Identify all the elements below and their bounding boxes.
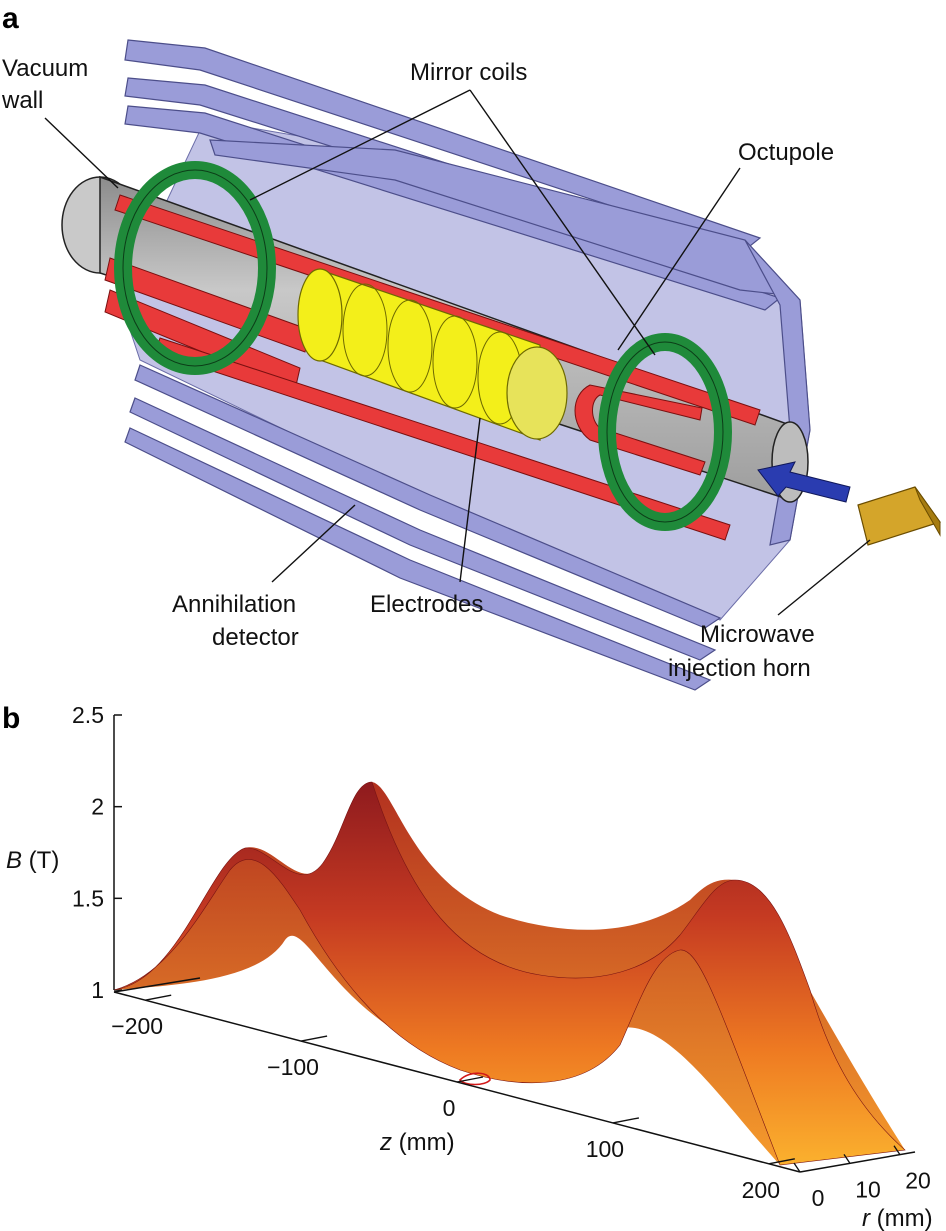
leader-octupole [617, 167, 741, 351]
leader-vacuum-wall [44, 117, 119, 189]
label-microwave-horn-2: injection horn [668, 655, 811, 682]
z-tick-mark-4 [768, 1158, 795, 1165]
electrode-ring-2 [342, 283, 388, 377]
r-axis-unit: (mm) [870, 1205, 933, 1231]
detector-plate-bottom-3 [124, 427, 712, 691]
b-axis-var: B [6, 847, 22, 874]
electrodes [297, 268, 568, 441]
horn-body [857, 486, 941, 546]
horn-side [914, 486, 941, 537]
z-axis-label: z (mm) [379, 1129, 455, 1156]
mirror-coil-right-edge [606, 341, 724, 523]
r-axis-label: r (mm) [862, 1205, 933, 1231]
leader-annihilation-detector [271, 504, 356, 583]
r-tick-mark-1 [843, 1154, 851, 1164]
label-annihilation-detector-1: Annihilation [172, 591, 296, 618]
z-tick-mark-2 [456, 1076, 484, 1083]
b-axis-unit: (T) [22, 847, 59, 874]
microwave-arrow [757, 461, 851, 503]
z-tick-label-0: −200 [111, 1013, 163, 1039]
mirror-coil-left-edge [122, 169, 268, 367]
z-tick-mark-1 [300, 1035, 328, 1042]
panel-b-letter: b [2, 702, 20, 735]
label-vacuum-wall-1: Vacuum [2, 55, 88, 82]
panel-a-letter: a [2, 2, 19, 35]
leader-microwave-horn [777, 539, 871, 616]
z-tick-label-3: 100 [586, 1136, 624, 1162]
z-tick-mark-3 [612, 1117, 640, 1124]
label-microwave-horn-1: Microwave [700, 621, 815, 648]
b-surface-front [113, 781, 906, 1166]
b-tick-label-0: 1 [91, 977, 104, 1003]
z-tick-mark-0 [145, 994, 172, 1001]
label-annihilation-detector-2: detector [212, 624, 299, 651]
detector-upper-wall [209, 139, 787, 296]
b-tick-label-1: 1.5 [72, 885, 104, 911]
b-axis-ticks: 1 1.5 2 2.5 [72, 702, 122, 1003]
r-tick-label-0: 0 [812, 1185, 825, 1211]
mirror-coils [114, 161, 732, 531]
z-axis-var: z [379, 1129, 392, 1156]
b-tick-label-3: 2.5 [72, 702, 104, 728]
leader-lines [44, 89, 871, 616]
label-vacuum-wall-2: wall [1, 87, 43, 114]
trap-apparatus [61, 39, 941, 691]
r-axis-var: r [862, 1205, 871, 1231]
microwave-horn [857, 486, 941, 546]
leader-mirror-coil-left [249, 89, 471, 201]
r-axis [799, 1151, 916, 1173]
r-tick-mark-2 [893, 1145, 901, 1156]
z-tick-label-1: −100 [267, 1054, 319, 1080]
z-tick-label-2: 0 [443, 1095, 456, 1121]
r-axis-ticks: 0 10 20 [793, 1145, 931, 1211]
b-tick-label-2: 2 [91, 794, 104, 820]
label-electrodes: Electrodes [370, 591, 483, 618]
r-tick-label-2: 20 [905, 1168, 931, 1194]
electrode-ring-4 [432, 315, 478, 409]
r-tick-mark-0 [793, 1162, 801, 1173]
z-axis-back-edge [113, 977, 201, 993]
octupole-end-loop [574, 384, 706, 476]
electrode-ring-3 [387, 299, 433, 393]
detector-plate-bottom-1 [134, 364, 722, 629]
detector-plate-bottom-2 [129, 397, 717, 661]
electrode-ring-open [506, 346, 568, 440]
label-mirror-coils: Mirror coils [410, 59, 527, 86]
b-axis-label: B (T) [6, 847, 59, 874]
z-axis-unit: (mm) [392, 1129, 455, 1156]
r-tick-label-1: 10 [855, 1176, 881, 1202]
leader-mirror-coil-right [469, 89, 656, 356]
electrode-ring-1 [297, 268, 343, 362]
b-minimum-contour [458, 1072, 491, 1086]
z-axis-ticks: −200 −100 0 100 200 [111, 994, 795, 1203]
z-tick-label-4: 200 [742, 1177, 780, 1203]
leader-electrodes [459, 417, 481, 583]
label-octupole: Octupole [738, 139, 834, 166]
b-field-plot: 1 1.5 2 2.5 B (T) −200 −100 0 100 200 z (mm) 0 1… [6, 702, 933, 1231]
